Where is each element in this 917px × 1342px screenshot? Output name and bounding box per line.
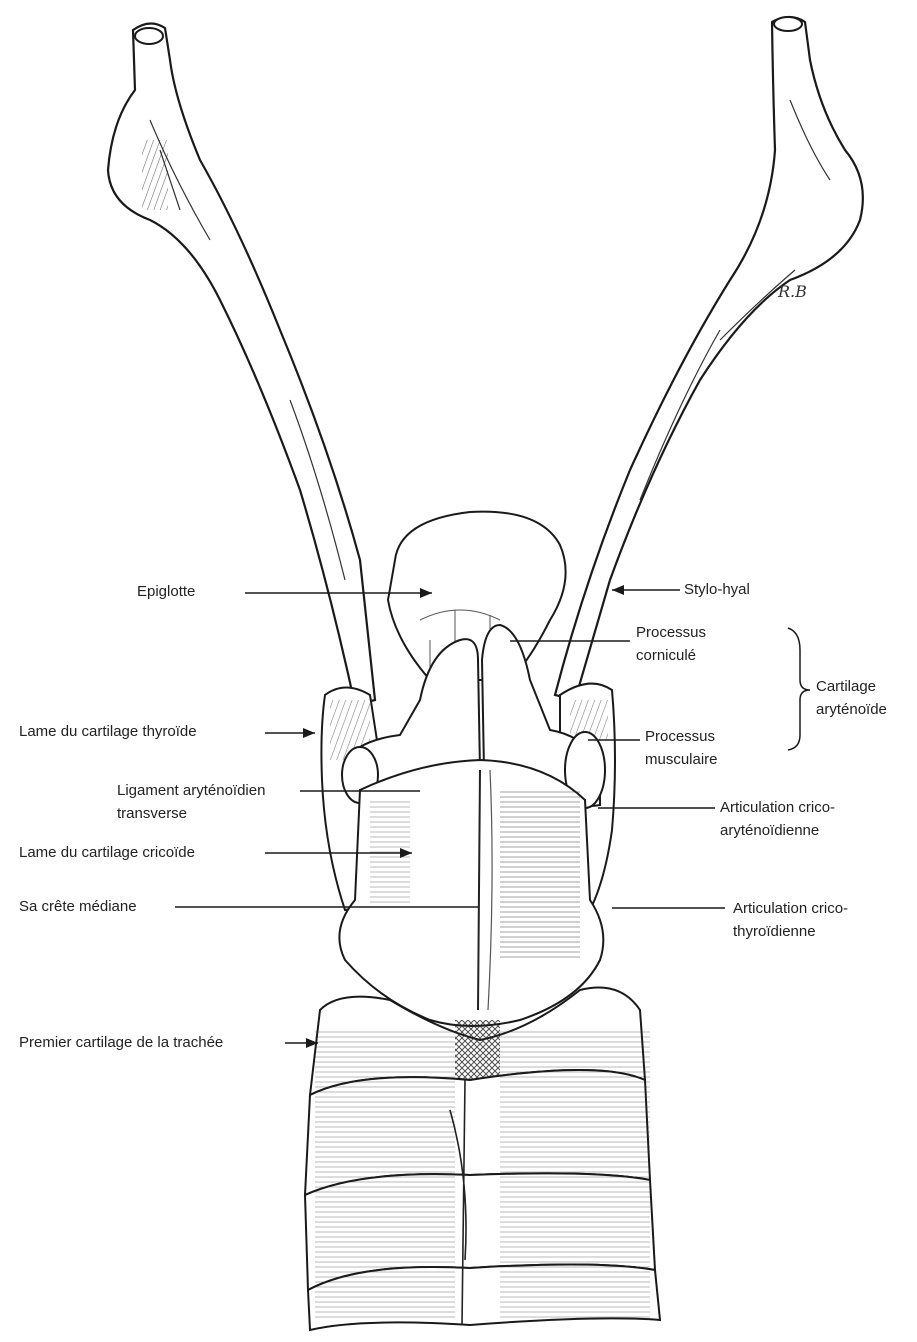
label-processus-musculaire-line1: Processus [645, 726, 715, 748]
label-cartilage-arytenoide-line1: Cartilage [816, 676, 876, 698]
label-ligament-line2: transverse [117, 803, 187, 825]
label-lame-thyroide: Lame du cartilage thyroïde [19, 721, 197, 743]
label-processus-cornicule-line1: Processus [636, 622, 706, 644]
label-ligament-line1: Ligament aryténoïdien [117, 780, 265, 802]
label-articulation-crico-thyroidienne-line2: thyroïdienne [733, 921, 816, 943]
label-lame-cricoide: Lame du cartilage cricoïde [19, 842, 195, 864]
label-epiglotte: Epiglotte [137, 581, 195, 603]
label-articulation-crico-thyroidienne-line1: Articulation crico- [733, 898, 848, 920]
label-premier-cartilage-trachee: Premier cartilage de la trachée [19, 1032, 223, 1054]
label-processus-cornicule-line2: corniculé [636, 645, 696, 667]
artist-signature: R.B [778, 282, 807, 301]
label-stylo-hyal: Stylo-hyal [684, 579, 750, 601]
label-articulation-crico-arytenoidienne-line2: aryténoïdienne [720, 820, 819, 842]
label-crete-mediane: Sa crête médiane [19, 896, 137, 918]
label-articulation-crico-arytenoidienne-line1: Articulation crico- [720, 797, 835, 819]
label-cartilage-arytenoide-line2: aryténoïde [816, 699, 887, 721]
label-processus-musculaire-line2: musculaire [645, 749, 718, 771]
